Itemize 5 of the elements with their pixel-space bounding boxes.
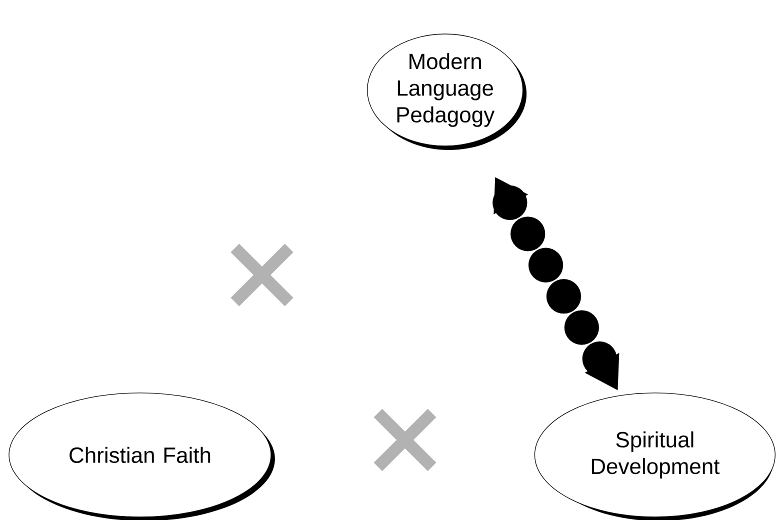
node-label: Spiritual Development xyxy=(592,431,720,479)
node-label: Christian Faith xyxy=(70,446,210,464)
ellipse-node: Christian Faith xyxy=(8,392,275,520)
ellipse-node: Modern Language Pedagogy xyxy=(366,34,527,150)
ellipse-node: Spiritual Development xyxy=(534,392,776,520)
